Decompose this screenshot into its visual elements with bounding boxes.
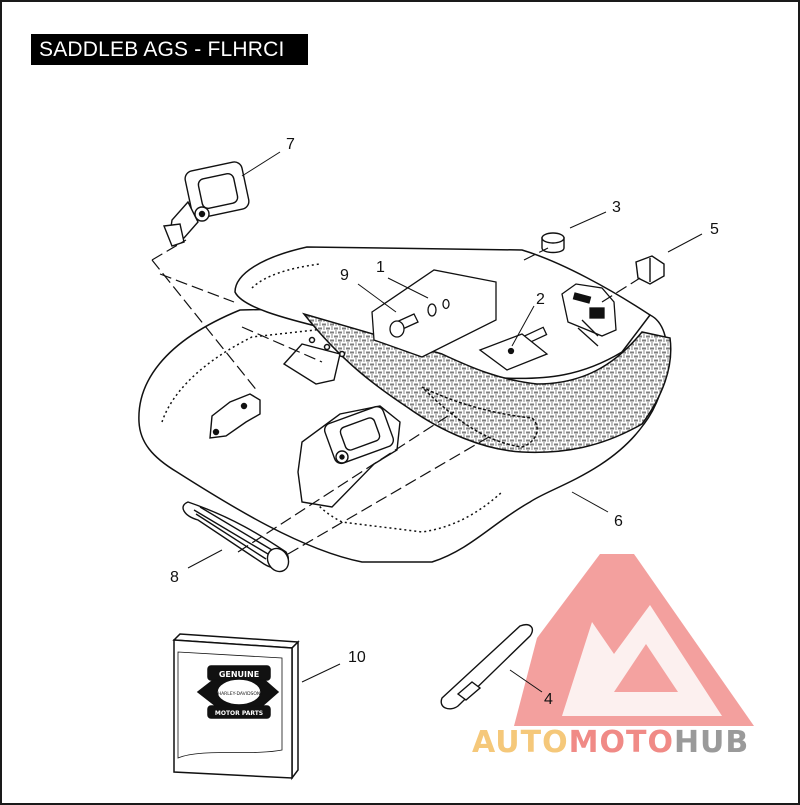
leader-lines bbox=[187, 151, 703, 693]
package-brand-label: HARLEY-DAVIDSON bbox=[218, 691, 261, 697]
callout-4: 4 bbox=[544, 691, 553, 708]
callout-3: 3 bbox=[612, 199, 621, 216]
bolt-and-washers bbox=[389, 298, 450, 338]
parts-package bbox=[172, 633, 300, 781]
callout-7: 7 bbox=[286, 136, 295, 153]
watermark-hub: HUB bbox=[673, 725, 750, 760]
watermark-text: AUTOMOTOHUB bbox=[472, 725, 749, 761]
strap-plate bbox=[282, 343, 341, 385]
package-genuine-label: GENUINE bbox=[219, 670, 259, 679]
watermark-logo-icon bbox=[514, 554, 754, 726]
genuine-parts-badge-icon bbox=[196, 665, 280, 719]
assembly-lines bbox=[151, 239, 641, 555]
callout-2: 2 bbox=[536, 291, 545, 308]
diagram-title: SADDLEB AGS - FLHRCI bbox=[31, 34, 308, 65]
reflector bbox=[182, 501, 290, 573]
callout-5: 5 bbox=[710, 221, 719, 238]
buckle-assembly bbox=[163, 161, 250, 247]
callout-8: 8 bbox=[170, 569, 179, 586]
callout-1: 1 bbox=[376, 259, 385, 276]
callout-9: 9 bbox=[340, 267, 349, 284]
trim-strip bbox=[440, 624, 534, 710]
side-latch-bracket bbox=[209, 393, 261, 439]
callout-6: 6 bbox=[614, 513, 623, 530]
latch-clip bbox=[635, 255, 665, 285]
package-motor-parts-label: MOTOR PARTS bbox=[215, 710, 263, 717]
watermark-moto: MOTO bbox=[568, 725, 674, 760]
lid-latch-mount bbox=[561, 283, 617, 347]
callout-10: 10 bbox=[348, 649, 366, 666]
bag-buckle bbox=[297, 405, 401, 508]
watermark-auto: AUTO bbox=[472, 725, 569, 760]
